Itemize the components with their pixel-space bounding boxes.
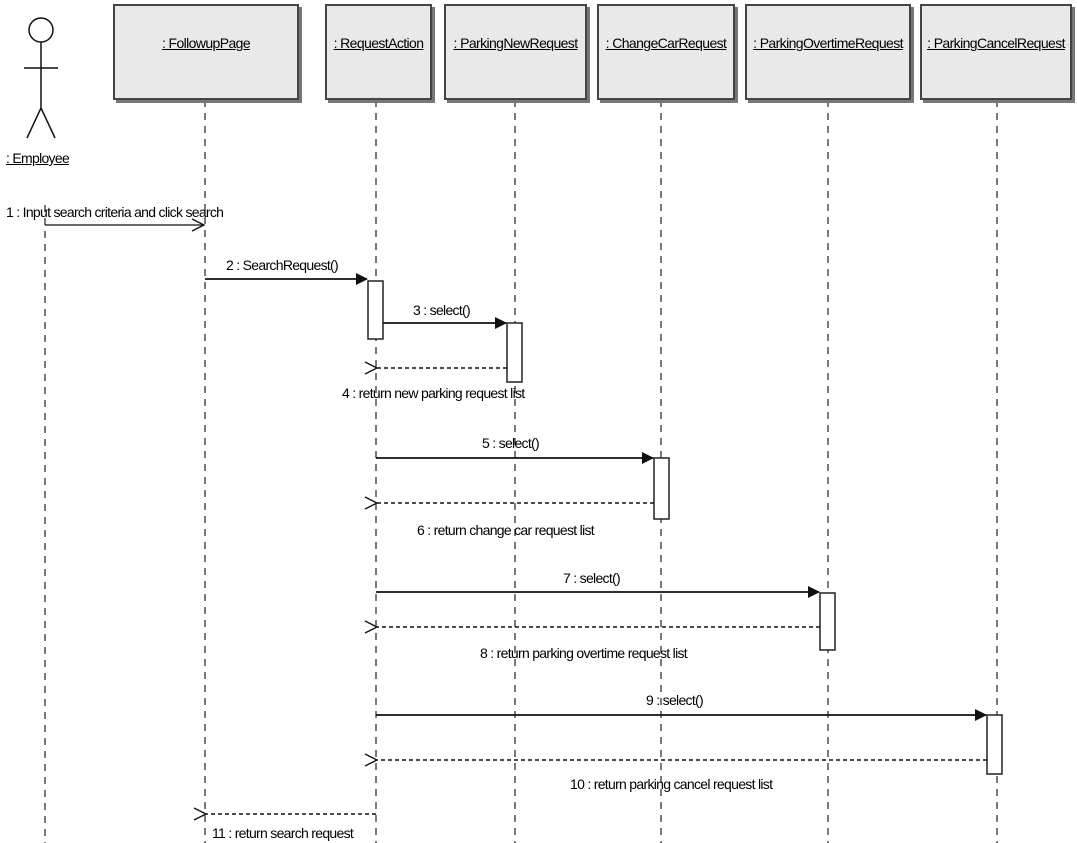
- message-label-9: 9 : select(): [646, 692, 704, 708]
- object-parkingovertimerequest: : ParkingOvertimeRequest: [745, 4, 911, 100]
- activation-parkingovertimerequest: [819, 592, 836, 651]
- object-label-followuppage: : FollowupPage: [161, 35, 251, 51]
- object-followuppage: : FollowupPage: [113, 4, 299, 100]
- object-label-parkingcancelrequest: : ParkingCancelRequest: [927, 35, 1065, 51]
- object-parkingnewrequest: : ParkingNewRequest: [444, 4, 587, 100]
- object-label-requestaction: : RequestAction: [333, 35, 424, 51]
- object-changecarrequest: : ChangeCarRequest: [597, 4, 735, 100]
- activation-changecarrequest: [653, 457, 670, 520]
- object-label-parkingovertimerequest: : ParkingOvertimeRequest: [753, 35, 903, 51]
- message-label-11: 11 : return search request: [212, 825, 354, 841]
- actor-name: : Employee: [6, 150, 70, 166]
- activation-parkingnewrequest: [506, 322, 523, 383]
- message-label-10: 10 : return parking cancel request list: [570, 776, 773, 792]
- message-label-6: 6 : return change car request list: [417, 522, 595, 538]
- message-label-1: 1 : Input search criteria and click sear…: [6, 204, 224, 220]
- message-label-7: 7 : select(): [563, 570, 621, 586]
- message-label-4: 4 : return new parking request list: [342, 385, 525, 401]
- activation-requestaction: [367, 280, 384, 340]
- object-requestaction: : RequestAction: [325, 4, 432, 100]
- message-label-2: 2 : SearchRequest(): [226, 257, 339, 273]
- employee-actor-icon: [24, 17, 58, 139]
- activation-parkingcancelrequest: [986, 714, 1003, 775]
- message-label-3: 3 : select(): [413, 302, 471, 318]
- object-label-parkingnewrequest: : ParkingNewRequest: [453, 35, 579, 51]
- object-label-changecarrequest: : ChangeCarRequest: [605, 35, 727, 51]
- message-label-5: 5 : select(): [482, 435, 540, 451]
- object-parkingcancelrequest: : ParkingCancelRequest: [920, 4, 1072, 100]
- message-label-8: 8 : return parking overtime request list: [480, 645, 688, 661]
